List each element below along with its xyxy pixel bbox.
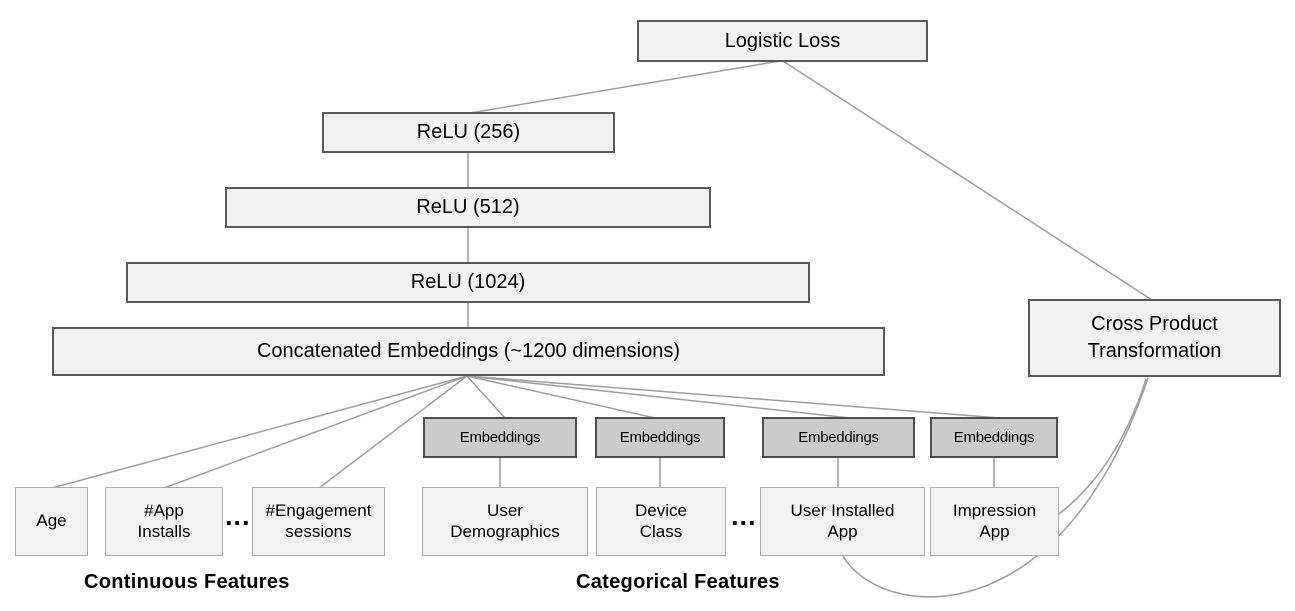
embeddings-box-device-class: Embeddings [595, 417, 725, 458]
embeddings-box-user-demographics: Embeddings [423, 417, 577, 458]
concatenated-embeddings-label: Concatenated Embeddings (~1200 dimension… [256, 340, 681, 362]
relu-256-box: ReLU (256) [322, 112, 615, 153]
relu-1024-label: ReLU (1024) [410, 271, 526, 293]
feature-box-age: Age [15, 487, 88, 556]
feature-box-user-demographics: User Demographics [422, 487, 588, 556]
feature-label-app-installs: #App Installs [137, 500, 191, 541]
relu-512-label: ReLU (512) [416, 196, 520, 218]
cross-product-transformation-label: Cross Product Transformation [1087, 313, 1222, 362]
logistic-loss-box: Logistic Loss [637, 20, 928, 62]
embeddings-label: Embeddings [619, 429, 701, 446]
feature-label-impression-app: Impression App [952, 500, 1037, 541]
cross-product-transformation-box: Cross Product Transformation [1028, 299, 1281, 377]
feature-label-engagement-sessions: #Engagement sessions [265, 500, 372, 541]
embeddings-label: Embeddings [798, 429, 879, 446]
continuous-features-label: Continuous Features [84, 571, 290, 593]
feature-label-user-demographics: User Demographics [450, 500, 560, 541]
feature-box-app-installs: #App Installs [105, 487, 223, 556]
feature-box-device-class: Device Class [596, 487, 726, 556]
embeddings-box-user-installed-app: Embeddings [762, 417, 915, 458]
relu-256-label: ReLU (256) [416, 121, 521, 143]
feature-box-user-installed-app: User Installed App [760, 487, 925, 556]
categorical-ellipsis: ... [731, 501, 757, 531]
embeddings-label: Embeddings [459, 429, 541, 446]
concatenated-embeddings-box: Concatenated Embeddings (~1200 dimension… [52, 327, 885, 376]
relu-1024-box: ReLU (1024) [126, 262, 810, 303]
categorical-features-label: Categorical Features [576, 571, 780, 593]
feature-box-impression-app: Impression App [930, 487, 1059, 556]
feature-box-engagement-sessions: #Engagement sessions [252, 487, 385, 556]
relu-512-box: ReLU (512) [225, 187, 711, 228]
feature-label-device-class: Device Class [635, 500, 687, 541]
feature-label-age: Age [36, 511, 67, 531]
continuous-ellipsis: ... [225, 501, 251, 531]
embeddings-label: Embeddings [953, 429, 1035, 446]
logistic-loss-label: Logistic Loss [724, 29, 841, 52]
embeddings-box-impression-app: Embeddings [930, 417, 1058, 458]
feature-label-user-installed-app: User Installed App [790, 500, 895, 541]
